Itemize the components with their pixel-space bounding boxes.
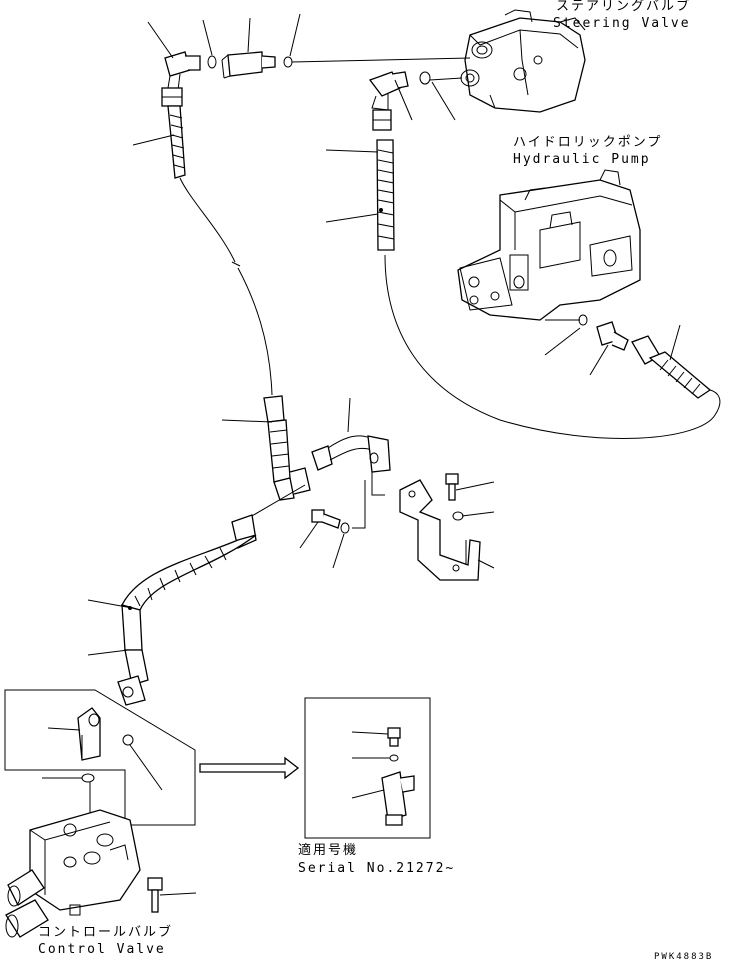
control-valve-label-jp: コントロールバルブ bbox=[38, 925, 174, 940]
control-valve bbox=[5, 809, 141, 938]
o-ring-2 bbox=[283, 56, 293, 68]
o-ring-cv bbox=[122, 734, 134, 746]
steel-pipe bbox=[311, 435, 391, 496]
steering-valve-label-en: Steering Valve bbox=[553, 16, 691, 31]
elbow-fitting-top bbox=[164, 51, 201, 91]
bolt-cv bbox=[147, 877, 163, 913]
connector-block bbox=[221, 51, 276, 79]
washer-1 bbox=[452, 511, 464, 521]
hydraulic-pump bbox=[457, 169, 641, 321]
serial-label-jp: 適用号機 bbox=[298, 843, 359, 858]
hose-control bbox=[117, 484, 306, 706]
bolt-detail bbox=[387, 727, 401, 747]
serial-label-en: Serial No.21272~ bbox=[298, 861, 456, 876]
pump-connector bbox=[596, 321, 629, 351]
control-valve-label-en: Control Valve bbox=[38, 942, 166, 957]
o-ring-cv-2 bbox=[81, 773, 95, 783]
o-ring-pump bbox=[578, 314, 588, 326]
hose-left-bottom bbox=[263, 395, 311, 501]
o-ring-detail bbox=[389, 754, 399, 762]
bolt-1 bbox=[445, 473, 459, 501]
hose-right bbox=[372, 109, 721, 439]
valve-detail bbox=[381, 771, 415, 826]
bracket bbox=[371, 472, 481, 581]
arrow-right bbox=[199, 756, 300, 780]
o-ring-1 bbox=[207, 55, 217, 69]
hydraulic-pump-label-en: Hydraulic Pump bbox=[513, 152, 651, 167]
hydraulic-pump-label-jp: ハイドロリックポンプ bbox=[513, 135, 663, 150]
detail-frame-left bbox=[4, 689, 196, 826]
hose-pump-end bbox=[631, 335, 712, 399]
detail-box-serial bbox=[304, 697, 431, 839]
washer-2 bbox=[340, 522, 350, 534]
hose-left-top bbox=[161, 87, 273, 396]
steering-valve bbox=[460, 9, 586, 113]
steering-valve-label-jp: ステアリングバルブ bbox=[556, 0, 692, 14]
bolt-2 bbox=[311, 509, 341, 529]
break-mark-1 bbox=[231, 261, 241, 267]
elbow-fitting-right bbox=[368, 71, 409, 111]
drawing-code: PWK4883B bbox=[654, 952, 714, 962]
elbow-fitting-cv bbox=[77, 707, 101, 761]
o-ring-3 bbox=[419, 71, 431, 85]
